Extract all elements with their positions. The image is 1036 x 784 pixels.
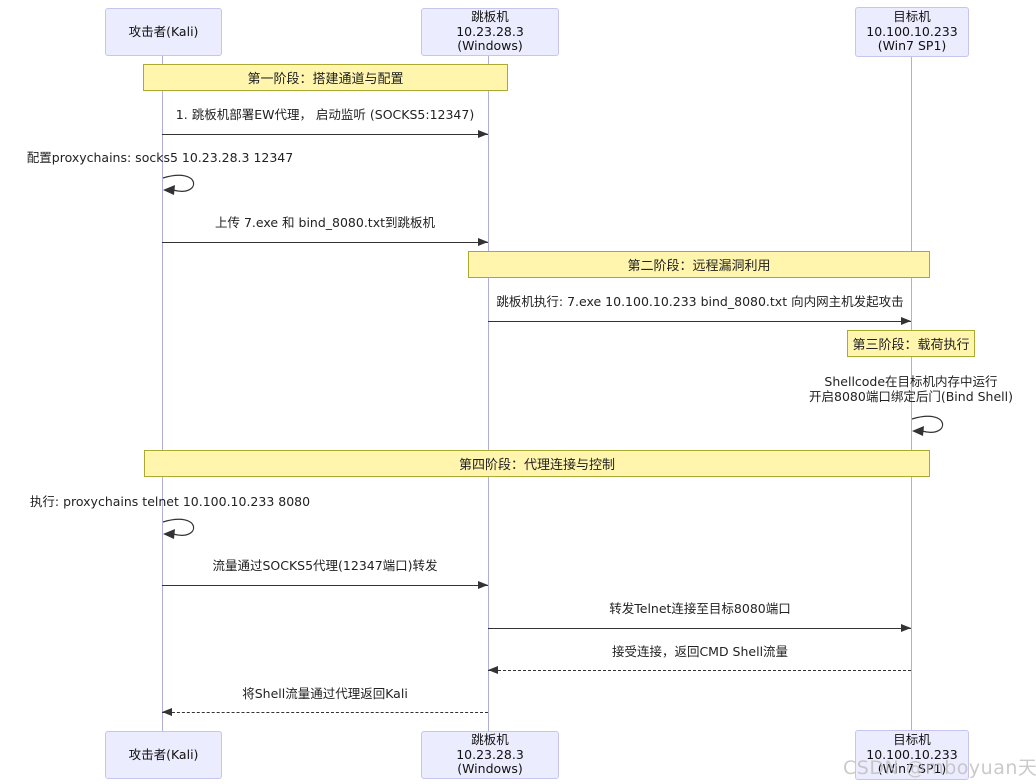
arrowhead-left-icon	[162, 708, 172, 716]
message-label: 配置proxychains: socks5 10.23.28.3 12347	[26, 150, 294, 165]
actor-target-bottom: 目标机 10.100.10.233 (Win7 SP1)	[855, 730, 969, 780]
lifeline-jumpbox	[488, 54, 489, 731]
phase-banner-4: 第四阶段：代理连接与控制	[144, 450, 930, 477]
actor-jumpbox-bottom: 跳板机 10.23.28.3 (Windows)	[421, 731, 559, 779]
message-arrow	[162, 242, 488, 243]
message-arrow	[162, 585, 488, 586]
actor-label: 10.100.10.233	[866, 746, 958, 762]
message-arrow	[162, 134, 488, 135]
actor-label: 跳板机	[471, 9, 509, 25]
actor-label: 10.23.28.3 (Windows)	[456, 23, 524, 54]
message-label: 流量通过SOCKS5代理(12347端口)转发	[212, 558, 438, 573]
message-label: 将Shell流量通过代理返回Kali	[242, 686, 408, 701]
message-arrow	[488, 321, 911, 322]
phase-label: 第一阶段：搭建通道与配置	[247, 72, 404, 87]
arrowhead-right-icon	[478, 581, 488, 589]
actor-label: 跳板机	[471, 732, 509, 748]
message-label-line: 开启8080端口绑定后门(Bind Shell)	[809, 389, 1013, 404]
phase-banner-2: 第二阶段：远程漏洞利用	[468, 251, 930, 278]
message-label: Shellcode在目标机内存中运行 开启8080端口绑定后门(Bind She…	[809, 374, 1013, 404]
message-label: 转发Telnet连接至目标8080端口	[609, 601, 791, 616]
self-loop-arrow-icon	[162, 518, 195, 539]
arrowhead-right-icon	[478, 238, 488, 246]
actor-label: (Win7 SP1)	[877, 38, 947, 54]
message-label: 上传 7.exe 和 bind_8080.txt到跳板机	[214, 215, 436, 230]
self-loop-arrow-icon	[162, 174, 195, 195]
arrowhead-right-icon	[901, 624, 911, 632]
actor-target-top: 目标机 10.100.10.233 (Win7 SP1)	[855, 7, 969, 57]
message-label-line: Shellcode在目标机内存中运行	[824, 374, 998, 389]
self-loop-arrow-icon	[911, 415, 944, 436]
actor-label: 攻击者(Kali)	[128, 23, 199, 39]
watermark: CSDN @mboyuan天天	[843, 757, 1036, 779]
phase-label: 第二阶段：远程漏洞利用	[627, 259, 771, 274]
message-label: 1. 跳板机部署EW代理， 启动监听 (SOCKS5:12347)	[175, 107, 475, 122]
arrowhead-right-icon	[478, 130, 488, 138]
actor-label: 攻击者(Kali)	[128, 746, 199, 762]
phase-label: 第三阶段：载荷执行	[852, 338, 970, 353]
actor-jumpbox-top: 跳板机 10.23.28.3 (Windows)	[421, 8, 559, 56]
actor-label: 10.23.28.3 (Windows)	[456, 746, 524, 777]
phase-banner-1: 第一阶段：搭建通道与配置	[143, 64, 508, 91]
message-label: 执行: proxychains telnet 10.100.10.233 808…	[29, 494, 311, 509]
message-label: 接受连接，返回CMD Shell流量	[611, 644, 789, 659]
phase-label: 第四阶段：代理连接与控制	[458, 458, 615, 473]
arrowhead-left-icon	[488, 666, 498, 674]
lifeline-attacker	[162, 54, 163, 731]
phase-banner-3: 第三阶段：载荷执行	[847, 330, 975, 357]
actor-attacker-bottom: 攻击者(Kali)	[105, 731, 222, 779]
actor-attacker-top: 攻击者(Kali)	[105, 8, 222, 56]
message-arrow	[488, 628, 911, 629]
message-arrow-dashed	[162, 712, 488, 713]
actor-label: (Win7 SP1)	[877, 761, 947, 777]
message-arrow-dashed	[488, 670, 911, 671]
actor-label: 目标机	[893, 732, 931, 748]
actor-label: 目标机	[893, 9, 931, 25]
message-label: 跳板机执行: 7.exe 10.100.10.233 bind_8080.txt…	[496, 294, 904, 309]
actor-label: 10.100.10.233	[866, 23, 958, 39]
arrowhead-right-icon	[901, 317, 911, 325]
lifeline-target	[911, 54, 912, 731]
